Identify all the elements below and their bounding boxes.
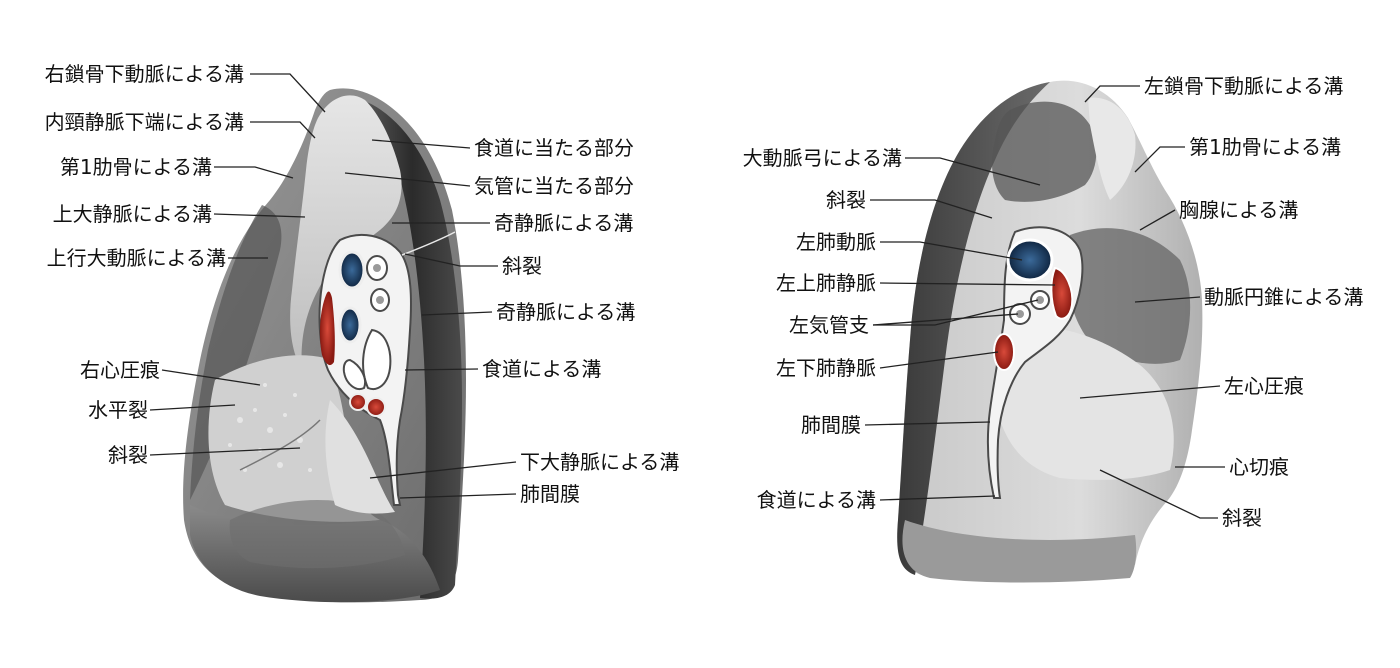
label-left-cardiac-notch: 心切痕 <box>1229 455 1289 479</box>
label-left-pulmonary-ligament: 肺間膜 <box>801 413 861 437</box>
right-posterior-border <box>362 100 462 599</box>
left-pulmonary-artery-vessel <box>1006 238 1054 282</box>
label-left-bronchus: 左気管支 <box>789 313 869 337</box>
right-oblique-fissure-lower-line <box>239 419 321 471</box>
label-right-asc-aorta-groove: 上行大動脈による溝 <box>46 246 226 270</box>
right-inf-pulmonary-vein-1 <box>349 393 367 411</box>
label-right-pulmonary-ligament: 肺間膜 <box>520 482 580 506</box>
left-lung-base <box>902 520 1137 583</box>
right-pulmonary-artery-upper <box>338 250 366 290</box>
right-lower-medial <box>325 400 395 514</box>
label-left-subclavian-groove: 左鎖骨下動脈による溝 <box>1144 74 1344 98</box>
label-left-conus-groove: 動脈円錐による溝 <box>1204 285 1364 309</box>
right-sup-pulmonary-vein <box>319 291 335 366</box>
label-left-thymus-groove: 胸腺による溝 <box>1179 198 1299 222</box>
label-left-sup-pulmonary-vein: 左上肺静脈 <box>776 271 876 295</box>
left-apex <box>1088 97 1136 200</box>
label-left-oblique-fissure-lower: 斜裂 <box>1222 506 1262 530</box>
left-bronchus-lumen-1 <box>1036 296 1044 304</box>
label-right-esophageal-groove: 食道による溝 <box>482 357 602 381</box>
right-lung-medial-view <box>183 88 466 603</box>
label-left-inf-pulmonary-vein: 左下肺静脈 <box>776 356 876 380</box>
label-right-subclavian-groove: 右鎖骨下動脈による溝 <box>44 62 244 86</box>
right-diaphragm-face <box>229 500 405 569</box>
label-right-horizontal-fissure: 水平裂 <box>88 398 148 422</box>
label-right-azygos-groove-upper: 奇静脈による溝 <box>494 211 634 235</box>
right-oblique-fissure-line <box>401 231 456 256</box>
label-left-oblique-fissure-upper: 斜裂 <box>826 188 866 212</box>
label-right-svc-groove: 上大静脈による溝 <box>52 202 212 226</box>
label-right-ivc-groove: 下大静脈による溝 <box>520 450 680 474</box>
leader-lines <box>149 73 1225 519</box>
label-right-oblique-fissure-lower: 斜裂 <box>108 443 148 467</box>
label-right-jugular-groove: 内頸静脈下端による溝 <box>44 110 244 134</box>
left-aortic-region <box>992 101 1097 202</box>
label-right-cardiac-impression: 右心圧痕 <box>80 358 160 382</box>
label-right-trachea-part: 気管に当たる部分 <box>474 174 634 198</box>
label-left-cardiac-impression: 左心圧痕 <box>1224 374 1304 398</box>
label-left-first-rib-groove: 第1肋骨による溝 <box>1189 135 1342 159</box>
label-left-pulmonary-artery: 左肺動脈 <box>796 230 876 254</box>
left-lung-medial-view <box>897 80 1203 583</box>
right-pulmonary-artery-lower <box>338 306 362 344</box>
label-left-aortic-arch-groove: 大動脈弓による溝 <box>742 146 902 170</box>
right-bronchus-3 <box>362 328 392 390</box>
right-inf-pulmonary-vein-2 <box>366 397 386 417</box>
left-bronchus-lumen-2 <box>1016 310 1024 318</box>
right-bronchus-4 <box>342 358 366 390</box>
left-sup-pulmonary-vein-vessel <box>1050 266 1074 320</box>
left-cardiac-impression-area <box>997 326 1174 480</box>
right-bronchus-2-lumen <box>376 296 384 304</box>
right-apex-region <box>290 95 402 370</box>
right-cardiac-texture <box>228 383 312 472</box>
label-right-azygos-groove-lower: 奇静脈による溝 <box>496 300 636 324</box>
label-right-oblique-fissure-upper: 斜裂 <box>502 254 542 278</box>
label-right-first-rib-groove: 第1肋骨による溝 <box>59 155 212 179</box>
right-bronchus-1-lumen <box>373 264 381 272</box>
label-right-esophagus-part: 食道に当たる部分 <box>474 136 634 160</box>
left-posterior-border <box>897 82 1050 575</box>
left-conus-region <box>1066 228 1191 364</box>
label-left-esophageal-groove: 食道による溝 <box>756 488 876 512</box>
